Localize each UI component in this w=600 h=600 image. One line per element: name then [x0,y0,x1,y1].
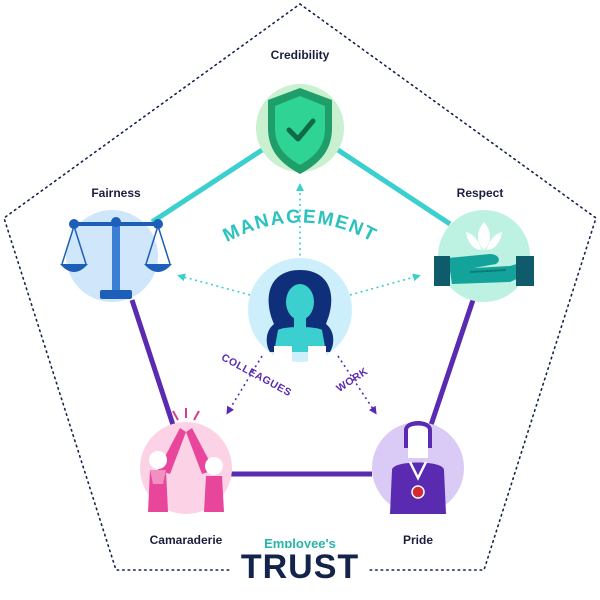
arrow-to-fairness [177,273,251,296]
respect-label: Respect [456,186,504,200]
work-label: WORK [334,365,370,394]
lotus-hands-icon [434,222,534,286]
trust-title: TRUST [230,548,370,587]
arrow-to-respect [349,273,421,296]
node-credibility [256,84,344,174]
edge-respect-pride [427,299,476,429]
edge-credibility-respect [336,147,452,227]
scales-icon [60,217,172,299]
node-respect [434,210,534,302]
node-pride [372,421,464,514]
credibility-label: Credibility [270,48,330,62]
management-label: MANAGEMENT [220,206,379,246]
node-employee-center [248,258,352,366]
high-five-icon [148,408,224,512]
camaraderie-label: Camaraderie [149,533,223,547]
arrow-to-pride [337,355,377,415]
employees-subtitle: Employee's [264,536,336,551]
edge-fairness-camaraderie [129,299,177,429]
medal-person-icon [390,421,446,514]
employee-person-icon [266,270,334,366]
svg-text:WORK: WORK [334,365,370,394]
fairness-label: Fairness [91,186,141,200]
node-camaraderie [140,408,232,514]
shield-icon [268,88,332,174]
edge-credibility-fairness [150,147,264,225]
pride-label: Pride [402,533,434,547]
node-fairness [60,210,172,302]
svg-text:MANAGEMENT: MANAGEMENT [220,206,381,246]
